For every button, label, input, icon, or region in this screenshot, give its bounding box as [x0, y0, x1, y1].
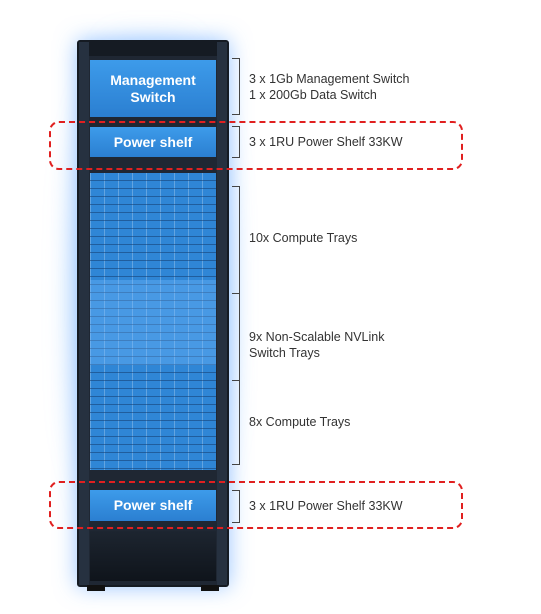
label-compute-bottom: 8x Compute Trays	[249, 415, 351, 429]
label-nvlink: 9x Non-Scalable NVLink Switch Trays	[249, 329, 385, 361]
power-shelf-top-unit: Power shelf	[90, 127, 216, 157]
label-management-line1: 3 x 1Gb Management Switch	[249, 72, 410, 86]
rack-base	[90, 531, 216, 581]
management-switch-label-line1: Management	[110, 71, 196, 88]
rack-foot-right	[201, 585, 219, 591]
rack-top-frame	[79, 42, 227, 56]
rack-left-rail	[79, 42, 89, 585]
rack-right-rail	[217, 42, 227, 585]
power-shelf-bottom-unit: Power shelf	[90, 490, 216, 521]
server-rack: Management Switch Power shelf Power shel…	[77, 40, 229, 591]
label-power-top: 3 x 1RU Power Shelf 33KW	[249, 135, 403, 149]
label-compute-top: 10x Compute Trays	[249, 231, 358, 245]
label-nvlink-line1: 9x Non-Scalable NVLink	[249, 330, 385, 344]
power-shelf-top-label: Power shelf	[113, 133, 193, 150]
label-management-line2: 1 x 200Gb Data Switch	[249, 88, 377, 102]
bracket-power-bottom	[232, 490, 240, 523]
rack-foot-left	[87, 585, 105, 591]
management-switch-unit: Management Switch	[90, 60, 216, 117]
label-power-bottom: 3 x 1RU Power Shelf 33KW	[249, 499, 403, 513]
bracket-compute-top	[232, 186, 240, 294]
label-management: 3 x 1Gb Management Switch 1 x 200Gb Data…	[249, 71, 410, 103]
compute-and-switch-trays	[90, 173, 216, 470]
power-shelf-bottom-label: Power shelf	[113, 497, 193, 513]
label-nvlink-line2: Switch Trays	[249, 346, 320, 360]
bracket-management	[232, 58, 240, 115]
highlight-power-shelf-bottom	[49, 481, 463, 529]
bracket-compute-bottom	[232, 380, 240, 465]
highlight-power-shelf-top	[49, 121, 463, 170]
bracket-power-top	[232, 126, 240, 158]
bracket-nvlink	[232, 293, 240, 381]
management-switch-label-line2: Switch	[130, 88, 176, 105]
nvlink-switch-tray-band	[90, 280, 216, 365]
